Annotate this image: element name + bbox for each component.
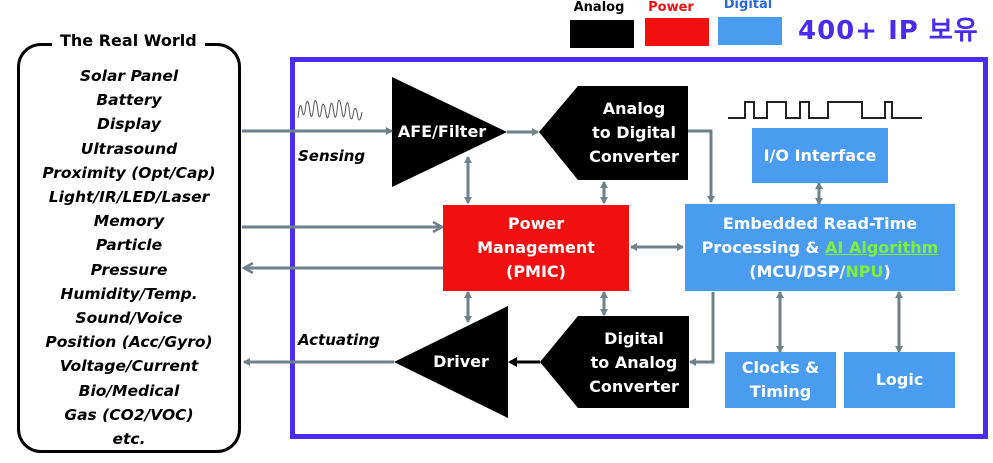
adc-label: Analog to Digital Converter [580,97,688,169]
real-world-item: Memory [93,212,165,231]
real-world-item: Ultrasound [80,139,178,158]
real-world-item: Position (Acc/Gyro) [45,333,213,352]
ip-headline: 400+ IP 보유 [798,16,979,46]
processing-label-line: (MCU/DSP/NPU) [749,260,891,284]
real-world-item: Voltage/Current [59,357,199,376]
real-world-item: Pressure [90,260,168,279]
logic-block: Logic [844,352,955,408]
real-world-item: Battery [96,91,162,110]
adc-label-line: Converter [589,147,679,166]
mcu-dsp-label: (MCU/DSP/ [749,261,846,281]
legend-label-analog: Analog [573,0,625,15]
real-world-item: Light/IR/LED/Laser [48,188,210,207]
real-world-item: Particle [95,236,163,255]
driver-label: Driver [433,352,489,371]
real-world-item: Bio/Medical [78,381,180,400]
closing-paren: ) [883,261,891,281]
processing-label-line: Processing & AI Algorithm [702,236,939,260]
chip-boundary-frame [290,57,988,439]
dac-label: Digital to Analog Converter [580,327,688,399]
real-world-item: Solar Panel [79,67,179,85]
clocks-label-line: Timing [749,382,812,401]
npu-highlight: NPU [845,261,884,281]
dac-label-line: Digital [604,329,664,348]
afe-filter-label: AFE/Filter [397,122,487,141]
processor-to-dac-arrow [689,292,715,366]
pmic-block: Power Management (PMIC) [443,205,629,291]
sensing-label: Sensing [298,147,366,165]
real-world-item: Humidity/Temp. [60,284,198,303]
processing-prefix: Processing & [701,237,826,257]
pmic-label-line: Management [477,238,595,257]
dac-shape [540,316,689,408]
legend-label-power: Power [648,0,694,15]
processing-block: Embedded Read-Time Processing & AI Algor… [685,204,955,291]
legend-swatch-analog [570,20,634,48]
analog-signal-waveform [297,99,363,121]
pmic-label-line: Power [507,214,565,233]
legend-swatch-power [645,18,709,46]
clocks-label-line: Clocks & [741,358,820,377]
real-world-item: Sound/Voice [75,309,183,328]
real-world-title: The Real World [52,31,205,50]
real-world-list: Solar Panel Battery Display Ultrasound P… [17,64,241,451]
real-world-item: etc. [112,430,146,449]
ai-algorithm-highlight: AI Algorithm [825,237,939,257]
io-interface-block: I/O Interface [752,128,888,183]
real-world-item: Gas (CO2/VOC) [64,405,194,424]
driver-shape [394,306,508,418]
adc-label-line: Analog [602,99,666,118]
actuating-label: Actuating [298,331,380,349]
adc-label-line: to Digital [592,123,676,142]
real-world-item: Display [97,115,161,134]
processing-label-line: Embedded Read-Time [722,213,918,233]
dac-label-line: Converter [589,377,679,396]
real-world-item: Proximity (Opt/Cap) [42,163,216,182]
dac-label-line: to Analog [590,353,678,372]
adc-shape [539,86,688,180]
adc-to-processor-arrow [688,129,715,203]
legend-swatch-digital [718,17,782,45]
afe-filter-shape [392,77,507,187]
digital-signal-waveform [728,101,922,119]
clocks-timing-block: Clocks & Timing [725,352,836,408]
pmic-label-line: (PMIC) [506,262,566,281]
legend-label-digital: Digital [723,0,773,12]
